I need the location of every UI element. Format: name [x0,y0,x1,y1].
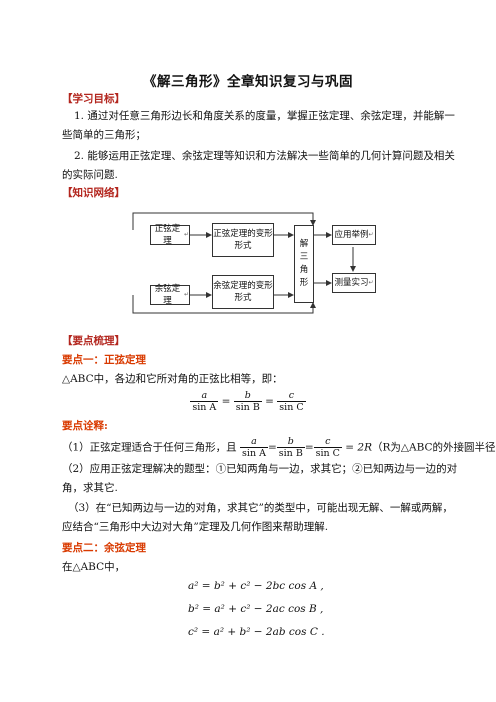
diagram-connectors [132,212,356,314]
notes-heading: 要点诠释: [62,420,108,432]
node-cosine-law: 余弦定理↵ [150,284,190,306]
node-sine-law-label: 正弦定理 [154,224,181,246]
point2-text: 在△ABC中， [62,561,126,573]
point1-text: △ABC中，各边和它所对角的正弦比相等，即： [62,373,283,385]
goal-item-1: 1. 通过对任意三角形边长和角度关系的度量，掌握正弦定理、余弦定理，并能解一些简… [62,110,455,141]
section-network-heading: 【知识网络】 [62,187,125,199]
return-mark: ↵ [183,231,189,238]
section-summary-heading: 【要点梳理】 [62,335,125,347]
cosine-formula-b: b² = a² + c² − 2ac cos B , [188,603,324,615]
point2-heading: 要点二：余弦定理 [62,542,146,554]
note-1-eq: = 2R [345,441,373,454]
node-cosine-variant-label: 余弦定理的变形形式 [213,281,273,303]
cosine-formula-c: c² = a² + b² − 2ab cos C . [188,626,325,638]
note-1-text: （1）正弦定理适合于任何三角形，且 [62,441,237,454]
node-solve-triangle-label: 解三角形 [299,239,309,288]
note-2: （2）应用正弦定理解决的题型：①已知两角与一边，求其它；②已知两边与一边的对角，… [62,463,458,494]
node-cosine-law-label: 余弦定理 [154,284,181,306]
knowledge-network-diagram: 正弦定理↵ 正弦定理的变形形式 余弦定理↵ 余弦定理的变形形式 解三角形 应用举… [128,205,388,325]
node-survey: 测量实习↵ [332,273,376,293]
node-solve-triangle: 解三角形 [294,225,314,303]
point1-heading: 要点一：正弦定理 [62,354,146,366]
return-mark: ↵ [368,231,374,238]
node-application-label: 应用举例 [334,230,369,240]
node-sine-variant-label: 正弦定理的变形形式 [213,229,273,251]
node-sine-law: 正弦定理↵ [150,224,190,246]
note-3: （3）在“已知两边与一边的对角，求其它”的类型中，可能出现无解、一解或两解，应结… [62,502,453,533]
node-sine-variant: 正弦定理的变形形式 [212,223,274,257]
page-title: 《解三角形》全章知识复习与巩固 [143,74,353,90]
section-goals-heading: 【学习目标】 [62,93,125,105]
note-1-post: （R为△ABC的外接圆半径）. [372,441,496,454]
node-cosine-variant: 余弦定理的变形形式 [212,275,274,309]
return-mark: ↵ [183,291,189,298]
node-application: 应用举例↵ [332,225,376,245]
return-mark: ↵ [368,279,374,286]
node-survey-label: 测量实习 [334,278,369,288]
goal-item-2: 2. 能够运用正弦定理、余弦定理等知识和方法解决一些简单的几何计算问题及相关的实… [62,150,455,181]
cosine-formula-a: a² = b² + c² − 2bc cos A , [188,580,324,592]
